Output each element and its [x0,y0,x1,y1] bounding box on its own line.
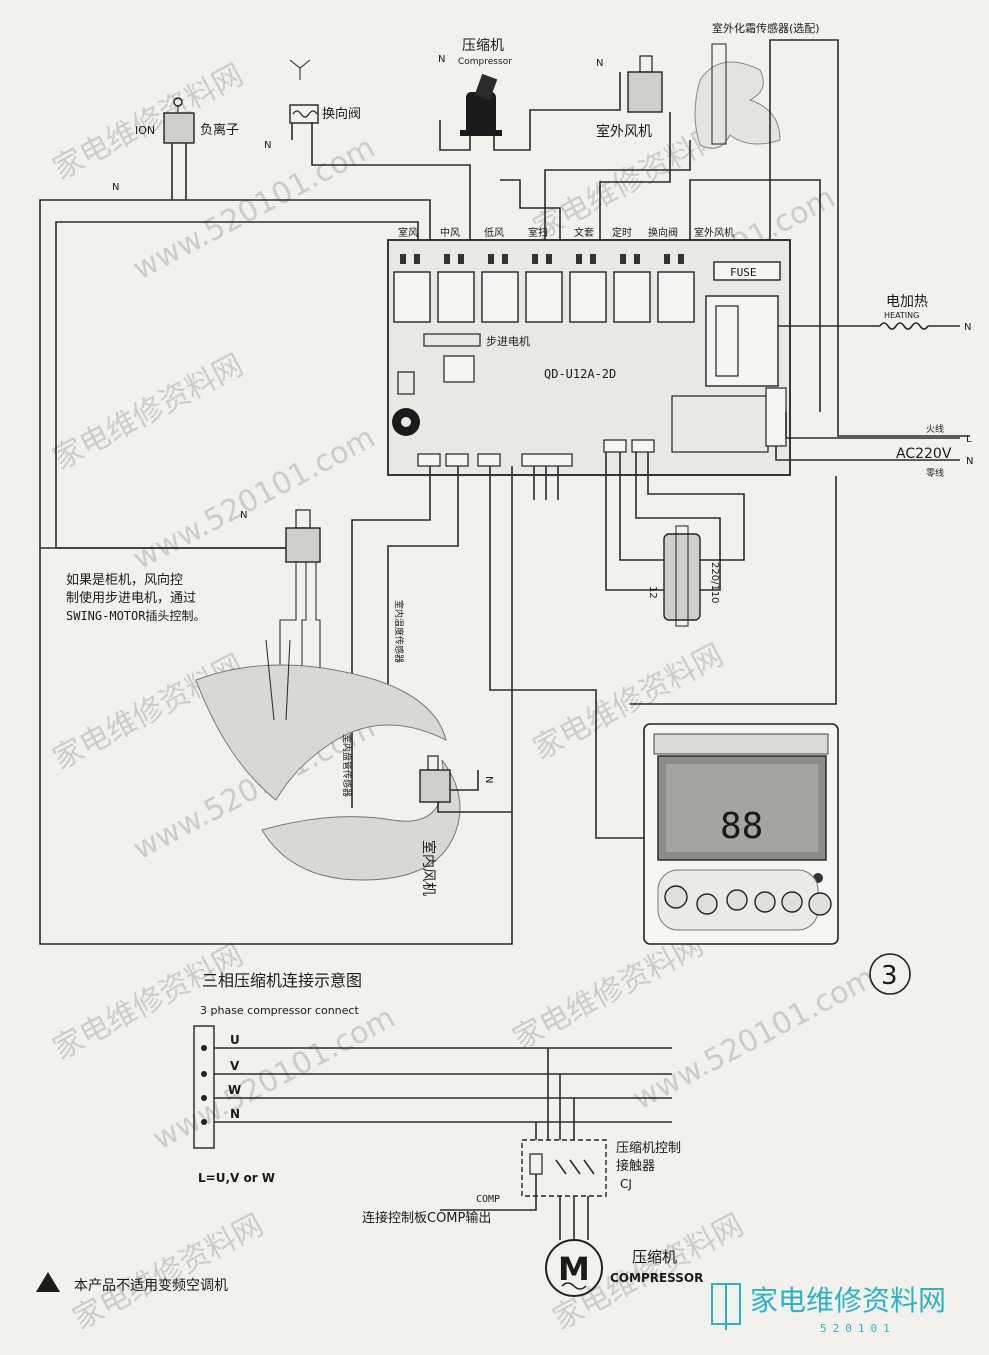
ion-label: 负离子 [200,122,239,138]
transformer: 12 220/110 [647,525,720,627]
display-digits: 88 [720,806,763,847]
relay-labels: 室风 中风 低风 室扫 文套 定时 换向阀 室外风机 [398,226,734,239]
heater-cn: 电加热 [886,294,928,310]
swing-motor: N [240,509,321,720]
compressor-cn: 压缩机 [462,38,504,54]
three-phase-title-en: 3 phase compressor connect [200,1004,359,1017]
stepper-motor-label: 步进电机 [486,334,530,348]
neutral-mark: N [483,776,494,783]
relay-terminals [400,254,684,264]
three-phase-compressor-cn: 压缩机 [632,1248,677,1266]
ion-text: ION [135,124,155,137]
outdoor-sensor-label: 室外化霜传感器(选配) [712,21,820,35]
heater-en: HEATING [884,311,919,320]
relay-label: 换向阀 [648,226,678,239]
fuse-label: FUSE [730,266,757,279]
three-phase-section: 三相压缩机连接示意图 3 phase compressor connect U … [193,971,703,1297]
board-model: QD-U12A-2D [544,367,616,381]
brand-logo: 家电维修资料网 520101 [711,1283,946,1335]
comp-label: COMP [476,1194,500,1205]
neutral-mark: N [596,58,603,69]
phase-u: U [230,1033,240,1047]
ac-voltage: AC220V [896,446,952,462]
bottom-connectors [417,439,655,467]
neutral-mark: N [964,322,971,333]
outdoor-fan: 室外化霜传感器(选配) N 室外风机 [596,21,820,149]
live-l: L [966,434,972,445]
neutral-mark: N [264,140,271,151]
relay-label: 室外风机 [694,226,734,239]
neutral-mark: N [112,182,119,193]
page-number: 3 [869,953,911,995]
watermark-cn: 家电维修资料网 [507,928,709,1057]
compressor: 压缩机 Compressor N [438,38,512,136]
relay-label: 室风 [398,226,418,239]
page-number-text: 3 [881,961,898,991]
indoor-temp-sensor: 室内温度传感器 [393,600,405,663]
contactor-cj: CJ [620,1177,632,1191]
reversing-valve: 换向阀 N [264,59,361,151]
phase-lines [201,1045,672,1125]
contactor-cn-2: 接触器 [616,1158,655,1174]
swing-note-line: 如果是柜机，风向控 [66,572,183,588]
transformer-220: 220/110 [709,562,720,604]
phase-n: N [230,1107,240,1121]
neutral-n: N [966,456,973,467]
valve-label: 换向阀 [322,106,361,122]
relay-label: 定时 [612,226,632,239]
indoor-fan: N 室内风机 室内盘管传感器 室内温度传感器 [195,600,512,896]
phase-w: W [228,1083,241,1097]
warning-icon [36,1272,60,1292]
wired-controller: 88 [643,723,839,945]
brand-cn: 家电维修资料网 [750,1284,946,1317]
controller-buttons [664,885,832,916]
watermark-url: www.520101.com [127,420,381,577]
watermark-cn: 家电维修资料网 [47,348,249,477]
contactor-cn-1: 压缩机控制 [616,1140,681,1156]
neutral-cn: 零线 [926,467,944,479]
swing-note-line: SWING-MOTOR插头控制。 [66,609,205,623]
three-phase-title-cn: 三相压缩机连接示意图 [202,971,362,990]
relay-label: 室扫 [528,226,548,239]
outdoor-fan-label: 室外风机 [596,123,652,140]
live-cn: 火线 [926,423,944,435]
neutral-mark: N [438,54,445,65]
transformer-12: 12 [647,586,658,599]
watermark-url: www.520101.com [127,130,381,287]
indoor-coil-sensor: 室内盘管传感器 [341,734,353,797]
brand-url: 520101 [820,1322,896,1335]
watermark-url: www.520101.com [147,1000,401,1157]
l-note: L=U,V or W [198,1171,275,1185]
neutral-mark: N [240,510,247,521]
comp-out-cn: 连接控制板COMP输出 [362,1210,491,1226]
motor-letter: M [558,1250,590,1288]
relay-label: 文套 [574,226,594,239]
relay-label: 中风 [440,226,460,239]
swing-note: 如果是柜机，风向控 制使用步进电机，通过 SWING-MOTOR插头控制。 [66,572,205,623]
watermark-cn: 家电维修资料网 [67,1208,269,1337]
swing-note-line: 制使用步进电机，通过 [66,590,196,606]
control-board: 室风 中风 低风 室扫 文套 定时 换向阀 室外风机 [387,226,791,476]
compressor-en: Compressor [458,57,512,67]
warning-note: 本产品不适用变频空调机 [36,1272,228,1294]
relay-row [393,271,695,323]
wiring: 电加热 HEATING N 火线 L AC220V 零线 N [39,39,973,945]
indoor-fan-label: 室内风机 [420,840,437,896]
phase-v: V [230,1059,240,1073]
relay-label: 低风 [484,226,504,239]
ion-generator: ION 负离子 N [112,97,239,193]
warning-text: 本产品不适用变频空调机 [74,1278,228,1294]
watermark-url: www.520101.com [627,960,881,1117]
three-phase-compressor-en: COMPRESSOR [610,1271,703,1285]
